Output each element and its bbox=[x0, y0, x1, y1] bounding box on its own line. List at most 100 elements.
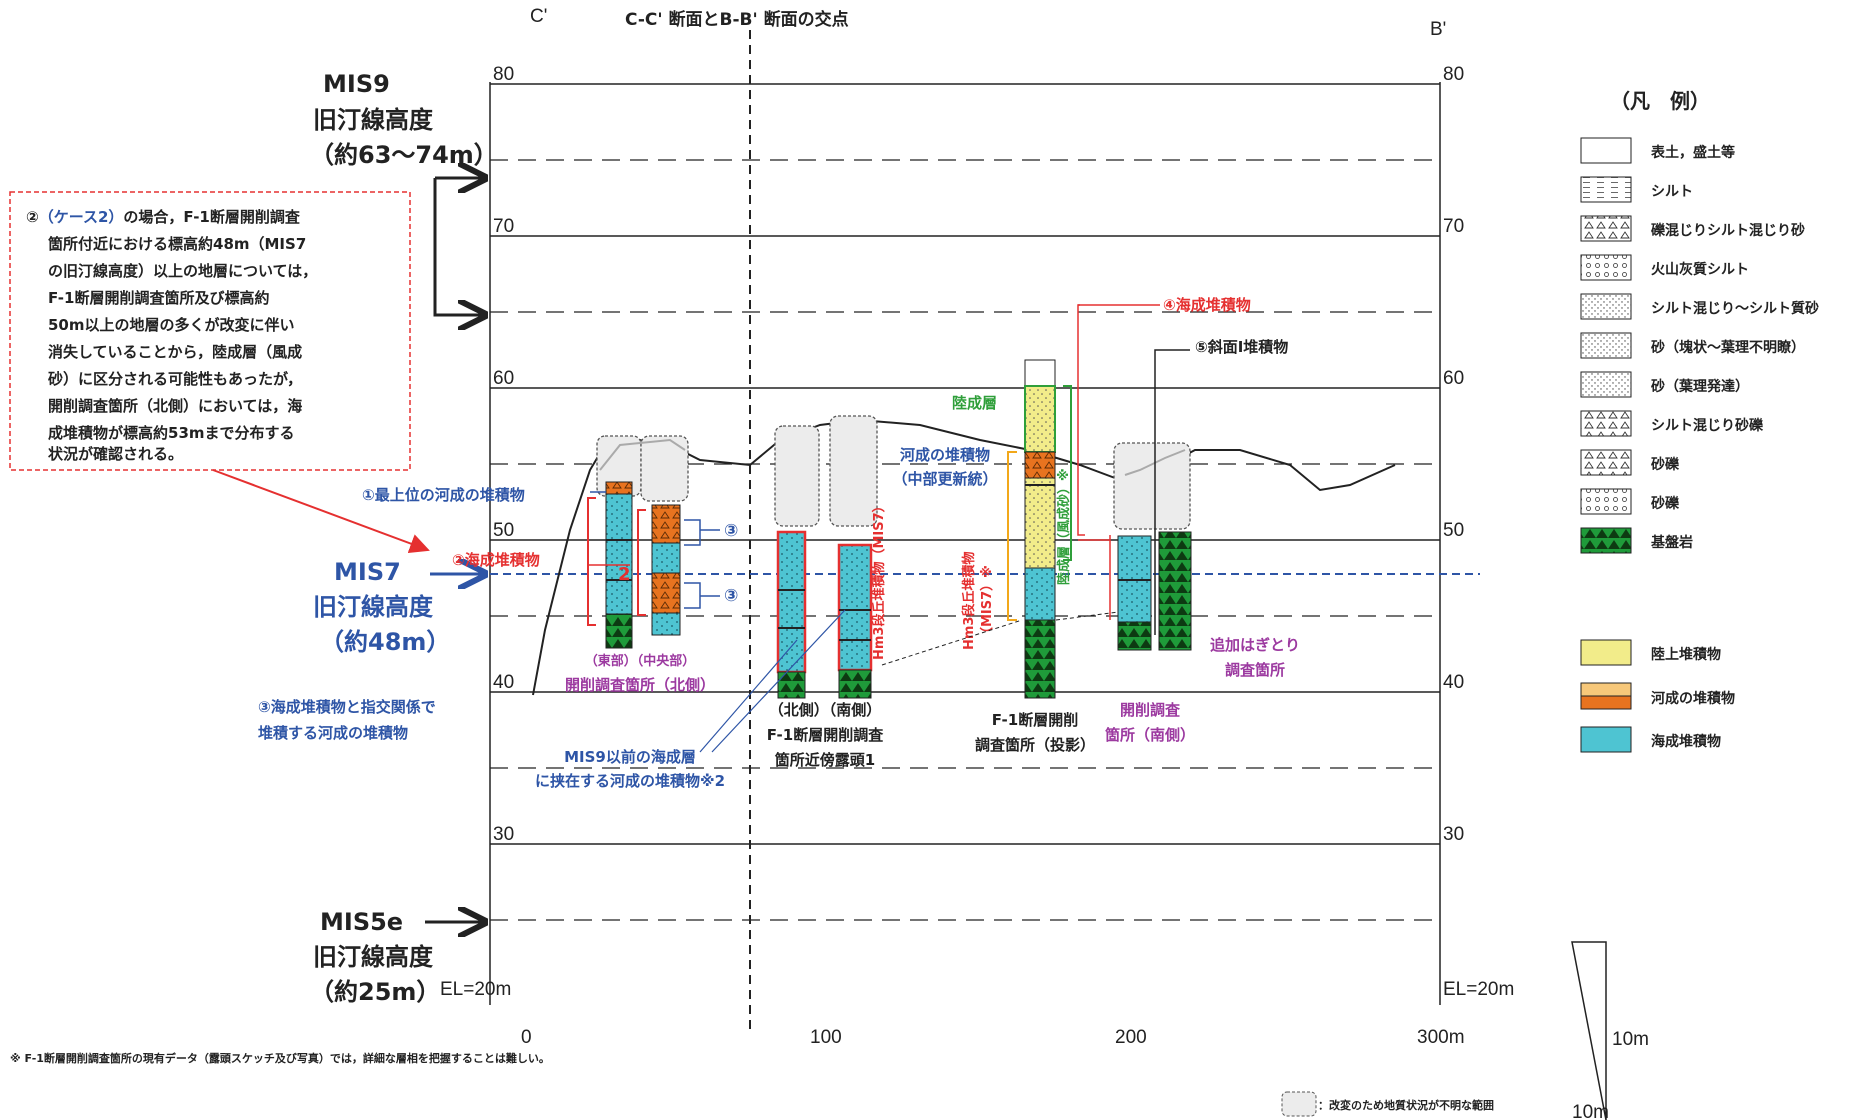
legend: 表土，盛土等 シルト 礫混じりシルト混じり砂 火山灰質シルト シルト混じり～シル… bbox=[1580, 137, 1819, 753]
legend-swatch bbox=[1580, 254, 1632, 281]
annotation-hm3-a: Hm3段丘堆積物（MIS7） bbox=[871, 499, 887, 660]
svg-text:調査箇所: 調査箇所 bbox=[1225, 661, 1285, 679]
mis9-label: MIS9 旧汀線高度 （約63～74m） bbox=[310, 70, 498, 169]
annotation-hm3-b: Hm3段丘堆積物 （MIS7）※ bbox=[961, 552, 995, 650]
left-section-label: C' bbox=[530, 6, 547, 27]
annotation-mis9-river: MIS9以前の海成層 に挟在する河成の堆積物※2 bbox=[535, 748, 725, 790]
site-outcrop-label: （北側）（南側） F-1断層開削調査 箇所近傍露頭1 bbox=[767, 701, 884, 769]
svg-text:海成堆積物: 海成堆積物 bbox=[1651, 733, 1721, 750]
annotation-marine-4: ④海成堆積物 bbox=[1163, 296, 1251, 314]
marine-4-leader bbox=[1077, 304, 1111, 620]
column-outcrop-south bbox=[837, 543, 873, 699]
right-section-label: B' bbox=[1430, 19, 1446, 40]
correlation-line bbox=[881, 619, 1023, 666]
annotation-3b: ③ bbox=[724, 586, 738, 606]
y-tick: 70 bbox=[1443, 216, 1464, 237]
legend-color-swatch bbox=[1580, 639, 1632, 666]
svg-text:砂）に区分される可能性もあったが，: 砂）に区分される可能性もあったが， bbox=[48, 370, 302, 388]
svg-text:旧汀線高度: 旧汀線高度 bbox=[313, 593, 434, 621]
leader bbox=[699, 639, 798, 753]
svg-text:成堆積物が標高約53mまで分布する: 成堆積物が標高約53mまで分布する bbox=[48, 424, 295, 442]
site-f1-label: F-1断層開削 調査箇所（投影） bbox=[975, 711, 1095, 754]
svg-text:開削調査: 開削調査 bbox=[1120, 701, 1181, 719]
unknown-legend-label: ：改変のため地質状況が不明な範囲 bbox=[1318, 1098, 1494, 1112]
column-additional-strip bbox=[1158, 531, 1192, 651]
legend-swatch bbox=[1580, 215, 1632, 242]
legend-swatch bbox=[1580, 293, 1632, 320]
el-label: EL=20m bbox=[440, 979, 511, 1000]
svg-text:③海成堆積物と指交関係で: ③海成堆積物と指交関係で bbox=[258, 698, 436, 716]
site-south-label: 開削調査 箇所（南側） bbox=[1104, 701, 1195, 744]
legend-swatch bbox=[1580, 527, 1632, 554]
annotation-3a: ③ bbox=[724, 521, 738, 541]
y-tick: 40 bbox=[493, 672, 514, 693]
svg-text:調査箇所（投影）: 調査箇所（投影） bbox=[975, 736, 1095, 754]
svg-text:陸上堆積物: 陸上堆積物 bbox=[1651, 646, 1721, 663]
svg-text:礫混じりシルト混じり砂: 礫混じりシルト混じり砂 bbox=[1651, 222, 1805, 239]
annotation-river-mid: 河成の堆積物 （中部更新統） bbox=[892, 446, 997, 488]
marine-bracket bbox=[587, 497, 646, 626]
svg-text:に挟在する河成の堆積物※2: に挟在する河成の堆積物※2 bbox=[535, 772, 725, 790]
svg-text:火山灰質シルト: 火山灰質シルト bbox=[1651, 261, 1749, 278]
x-tick: 0 bbox=[521, 1027, 532, 1048]
unknown-legend-swatch bbox=[1281, 1091, 1317, 1117]
legend-swatch bbox=[1580, 137, 1632, 164]
svg-text:（約63～74m）: （約63～74m） bbox=[310, 141, 498, 169]
svg-text:河成の堆積物: 河成の堆積物 bbox=[1651, 690, 1735, 707]
annotation-marine: ②海成堆積物 bbox=[452, 551, 540, 569]
svg-text:シルト混じり砂礫: シルト混じり砂礫 bbox=[1651, 417, 1764, 434]
column-north-east bbox=[605, 481, 633, 649]
annotation-aeolian: 陸成層（風成砂）※ bbox=[1056, 468, 1072, 585]
leader bbox=[711, 609, 846, 753]
svg-text:基盤岩: 基盤岩 bbox=[1651, 534, 1693, 551]
svg-text:表土，盛土等: 表土，盛土等 bbox=[1650, 144, 1735, 161]
svg-text:（東部）（中央部）: （東部）（中央部） bbox=[585, 653, 696, 669]
el-label: EL=20m bbox=[1443, 979, 1514, 1000]
scale-triangle bbox=[1571, 941, 1607, 1120]
svg-text:（中部更新統）: （中部更新統） bbox=[892, 470, 997, 488]
svg-text:箇所近傍露頭1: 箇所近傍露頭1 bbox=[774, 751, 875, 769]
svg-text:砂（塊状～葉理不明瞭）: 砂（塊状～葉理不明瞭） bbox=[1650, 339, 1805, 356]
svg-text:旧汀線高度: 旧汀線高度 bbox=[313, 943, 434, 971]
legend-swatch bbox=[1580, 332, 1632, 359]
legend-color-swatch bbox=[1580, 726, 1632, 753]
ground-in-unknown bbox=[1124, 449, 1186, 476]
y-tick: 40 bbox=[1443, 672, 1464, 693]
land-bracket bbox=[1063, 385, 1072, 561]
mis7-label: MIS7 旧汀線高度 （約48m） bbox=[313, 558, 450, 656]
legend-color-swatch bbox=[1580, 682, 1632, 697]
y-tick: 30 bbox=[1443, 824, 1464, 845]
svg-text:F-1断層開削調査: F-1断層開削調査 bbox=[767, 726, 884, 744]
svg-text:MIS7: MIS7 bbox=[334, 558, 401, 586]
annotation-top-river: ①最上位の河成の堆積物 bbox=[362, 486, 525, 504]
note-box bbox=[9, 191, 411, 471]
column-f1-trench bbox=[1024, 359, 1056, 699]
svg-text:箇所付近における標高約48m（MIS7: 箇所付近における標高約48m（MIS7 bbox=[47, 235, 306, 253]
svg-text:砂（葉理発達）: 砂（葉理発達） bbox=[1650, 378, 1749, 395]
gridlines bbox=[490, 83, 1440, 921]
mis9-arrow-lower bbox=[433, 178, 485, 315]
y-tick: 30 bbox=[493, 824, 514, 845]
legend-swatch bbox=[1580, 176, 1632, 203]
svg-text:Hm3段丘堆積物: Hm3段丘堆積物 bbox=[961, 552, 977, 650]
svg-text:状況が確認される。: 状況が確認される。 bbox=[48, 445, 183, 463]
slope-leader bbox=[1154, 349, 1190, 635]
legend-swatch bbox=[1580, 410, 1632, 437]
x-tick: 200 bbox=[1115, 1027, 1147, 1048]
column-outcrop-north bbox=[776, 530, 807, 699]
bracket-3b bbox=[684, 582, 720, 609]
hm3-bracket bbox=[1007, 451, 1017, 621]
y-tick: 80 bbox=[1443, 64, 1464, 85]
svg-text:②（ケース2）の場合，F-1断層開削調査: ②（ケース2）の場合，F-1断層開削調査 bbox=[26, 208, 301, 226]
x-tick-labels: 0 100 200 300m bbox=[521, 1027, 1465, 1048]
intersection-label: C-C' 断面とB-B' 断面の交点 bbox=[625, 9, 849, 30]
svg-text:シルト: シルト bbox=[1651, 184, 1693, 200]
footnote: ※ F-1断層開削調査箇所の現有データ（露頭スケッチ及び写真）では，詳細な層相を… bbox=[10, 1051, 550, 1065]
y-tick: 70 bbox=[493, 216, 514, 237]
column-south-trench bbox=[1117, 535, 1152, 651]
bracket-3a bbox=[684, 519, 720, 546]
svg-text:箇所（南側）: 箇所（南側） bbox=[1104, 726, 1195, 744]
site-additional-label: 追加はぎとり 調査箇所 bbox=[1210, 636, 1300, 679]
annotation-land: 陸成層 bbox=[952, 394, 997, 412]
